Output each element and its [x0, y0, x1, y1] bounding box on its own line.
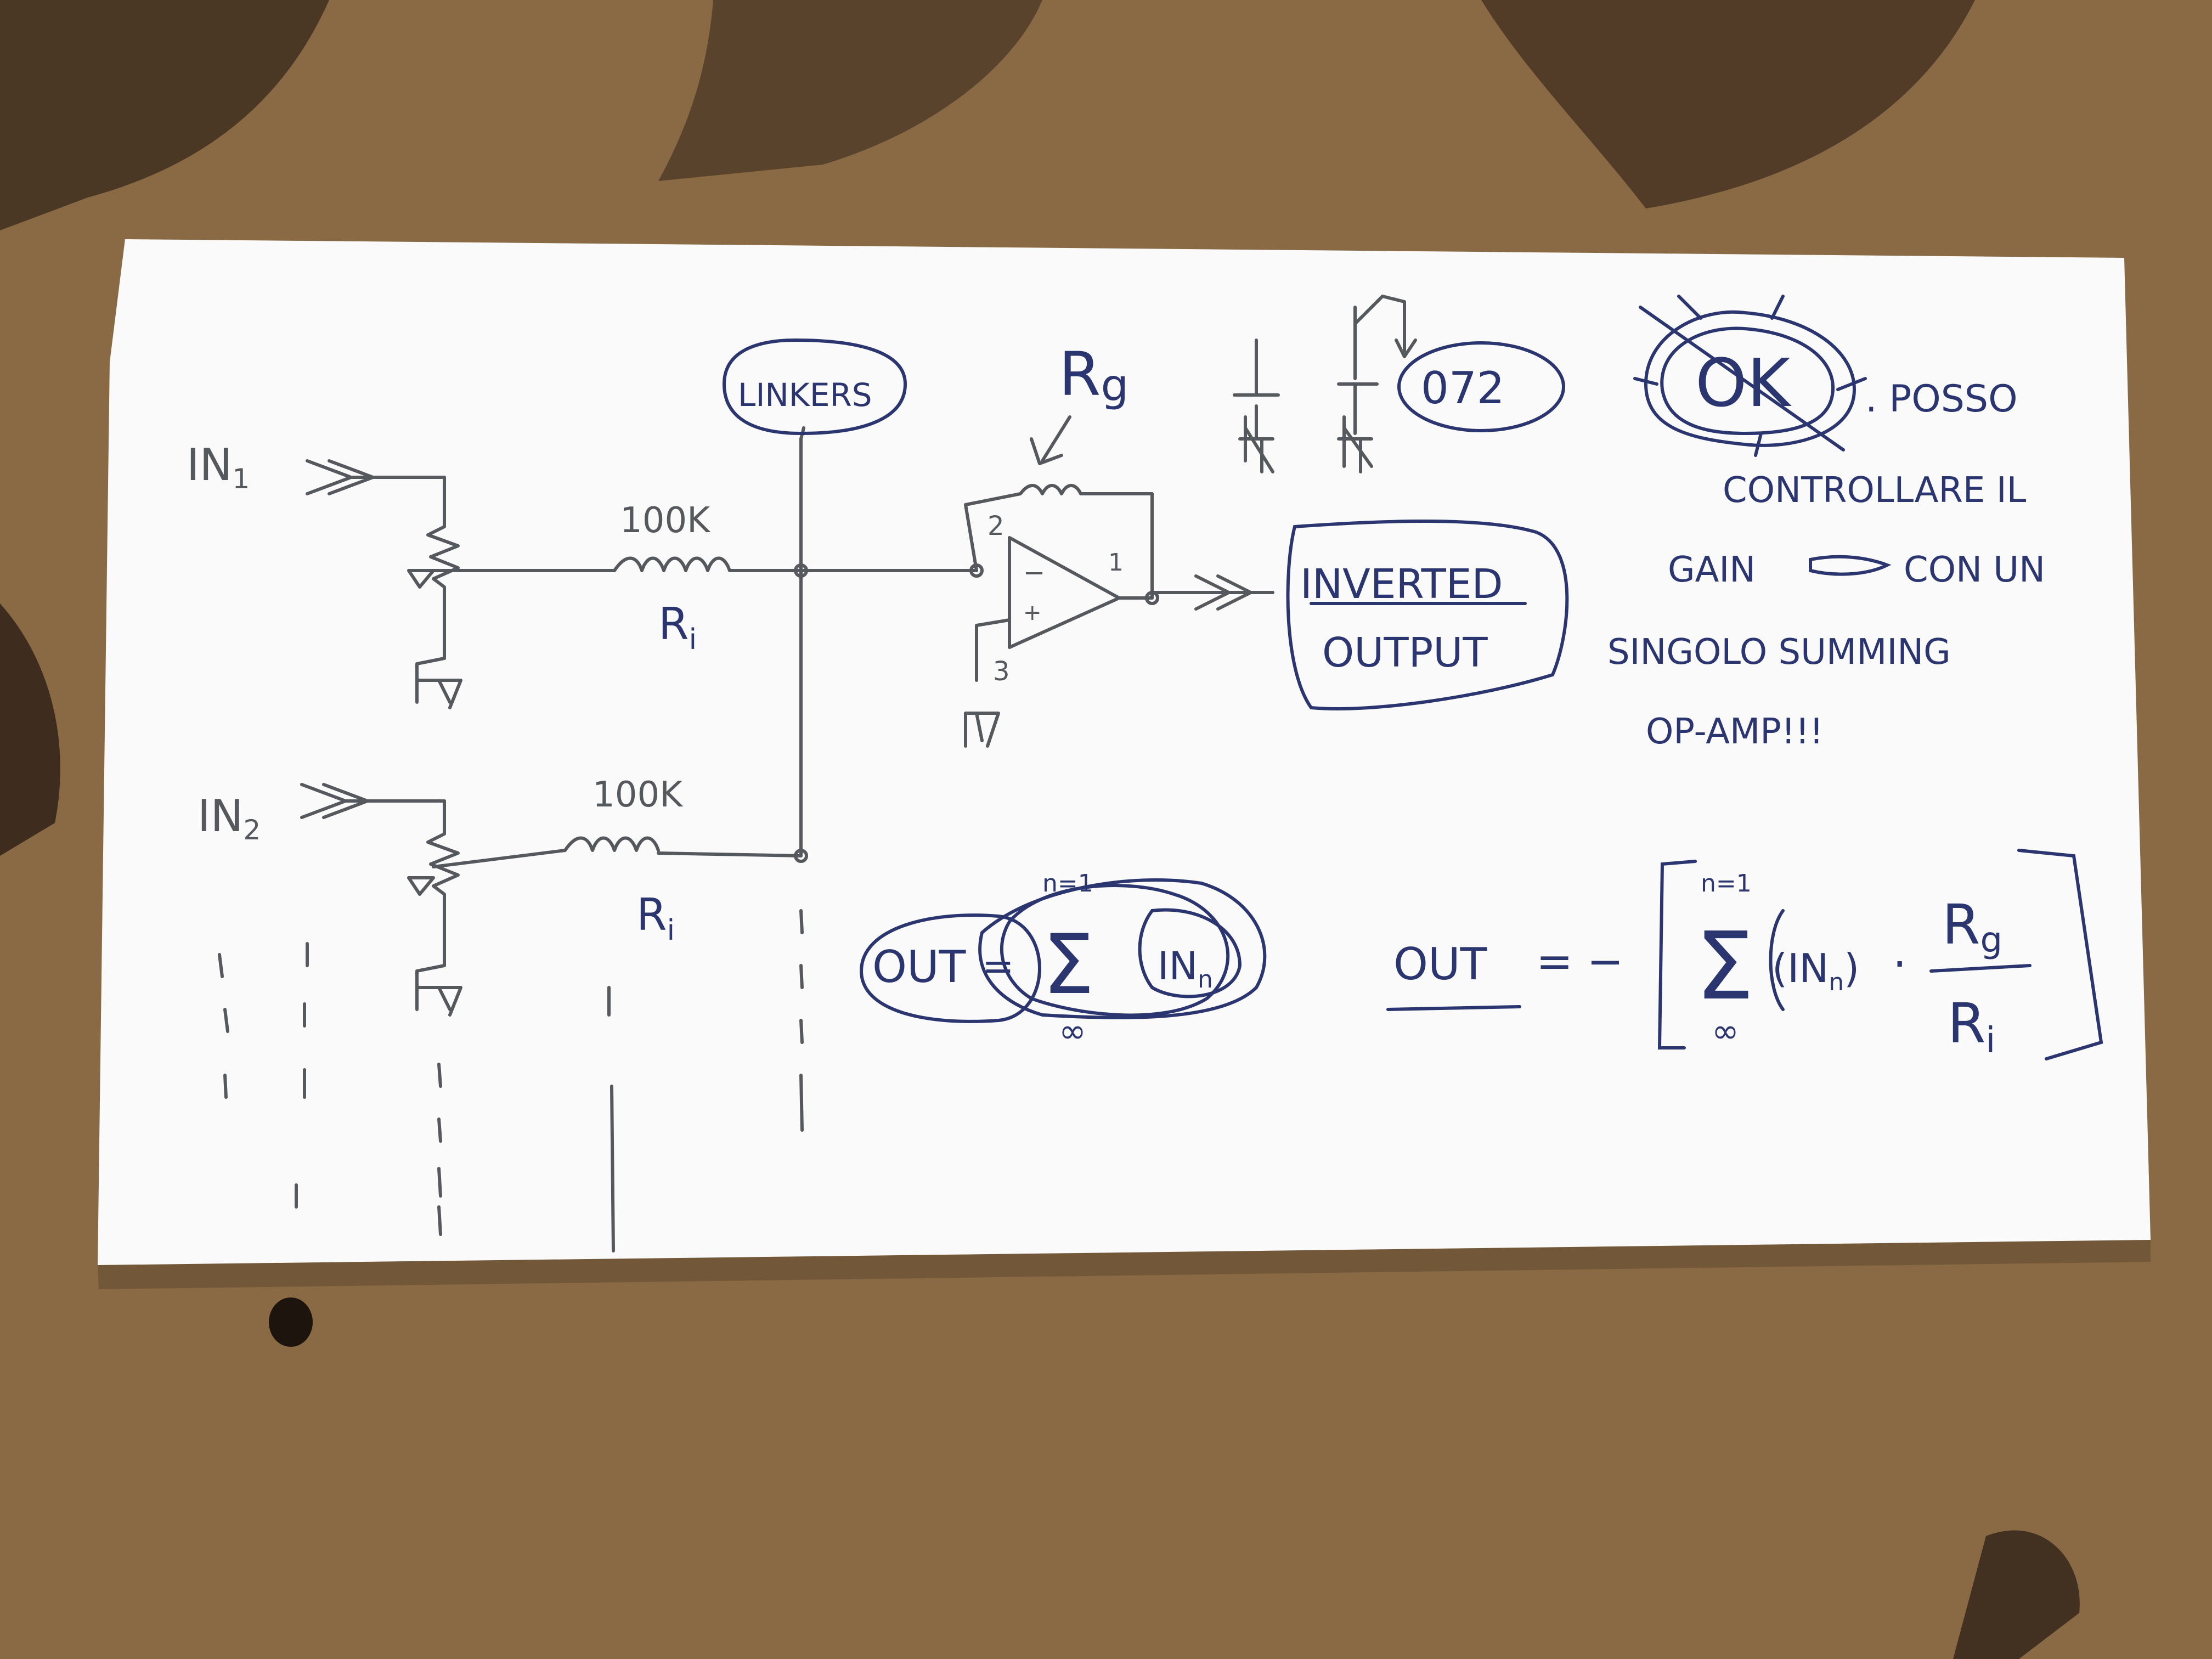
formula-bracket-right: [2017, 849, 2103, 1060]
resistor-r2: [563, 836, 660, 852]
opamp-plus-ground: [964, 618, 1011, 748]
ok-label: OK: [1695, 346, 1792, 422]
output-box: [1286, 520, 1569, 710]
wire-r2-left: [432, 849, 567, 868]
pot1-track: [426, 476, 460, 660]
pin2-label: 2: [988, 511, 1005, 541]
r2-value: 100K: [592, 775, 684, 815]
gain-strikeout: [1809, 555, 1892, 576]
in1-label: IN1: [187, 439, 250, 495]
formula-in: (INn): [1772, 945, 1859, 996]
supply-neg-symbol: [1337, 295, 1417, 473]
in2-jack: [300, 783, 446, 819]
pot1-wiper: [407, 569, 435, 589]
desk-shadow-topleft: [0, 0, 329, 230]
note-line3b: CON UN: [1904, 550, 2045, 590]
output-line2: OUTPUT: [1322, 629, 1488, 676]
sketch-in: INn: [1158, 944, 1213, 994]
schematic: [218, 295, 1417, 1252]
note-line1: . POSSO: [1865, 377, 2018, 421]
note-line5: OP-AMP!!!: [1646, 712, 1824, 752]
opamp-feedback: [964, 484, 1154, 600]
ground1: [415, 657, 462, 709]
desk-stain-bottom: [269, 1297, 313, 1347]
paper-sheet: [98, 239, 2151, 1265]
pot2-track: [426, 799, 460, 967]
in2-label: IN2: [198, 791, 261, 846]
sketch-eq: =: [982, 944, 1014, 989]
continuation-marks: [218, 909, 804, 1252]
sketch-out: OUT: [872, 941, 967, 992]
desk-shadow-top: [658, 0, 1042, 181]
formula-fraction-bar: [1929, 964, 2032, 973]
formula-sigma: Σ: [1695, 912, 1754, 1021]
linkers-bubble: [722, 338, 907, 436]
ri2-label: Ri: [636, 889, 675, 947]
wire-r2-right: [657, 851, 803, 857]
sketch-bottom: ∞: [1059, 1012, 1086, 1051]
ok-circle-2: [1660, 326, 1835, 436]
resistor-r1: [613, 556, 731, 572]
pin1-label: 1: [1108, 549, 1124, 577]
formula-bracket-left: [1657, 860, 1697, 1049]
in1-jack: [306, 459, 446, 495]
formula-den: Ri: [1948, 991, 1995, 1061]
desk-stain-bottomright: [1953, 1530, 2080, 1659]
ok-scribble: [1633, 295, 1867, 457]
paper-fold-shadow: [98, 1240, 2151, 1289]
ri1-label: Ri: [658, 599, 697, 656]
pencil-labels: IN1 IN2 100K 100K 2 3 1 − +: [187, 439, 1124, 846]
pot2-wiper: [407, 876, 435, 896]
desk-shadow-topright: [1481, 0, 1975, 208]
plus-label: +: [1023, 600, 1042, 625]
formula-underline: [1386, 1005, 1521, 1011]
opamp-body: [1008, 536, 1121, 649]
supply-pos-symbol: [1233, 338, 1280, 473]
formula-dot: ·: [1893, 939, 1906, 990]
formula-top: n=1: [1701, 870, 1752, 898]
formula-paren-left: [1769, 909, 1785, 1011]
r1-value: 100K: [620, 500, 711, 541]
note-line4: SINGOLO SUMMING: [1607, 632, 1951, 673]
chip-bubble: [1397, 341, 1565, 432]
note-line2: CONTROLLARE IL: [1723, 470, 2027, 511]
ground2: [415, 964, 462, 1017]
ok-circle: [1644, 310, 1857, 447]
note-line3: GAIN: [1668, 550, 1756, 590]
output-line1: INVERTED: [1300, 561, 1503, 608]
linkers-tag: LINKERS: [738, 376, 872, 414]
ink-outlines: [722, 295, 2103, 1060]
desk-shadow-left: [0, 603, 60, 856]
out-jack: [1150, 574, 1274, 611]
sketch-ellipses: [859, 878, 1267, 1023]
sketch-top: n=1: [1042, 870, 1093, 898]
chip-label: 072: [1421, 363, 1505, 414]
formula-num: Rg: [1942, 893, 2002, 961]
sketch-sigma: Σ: [1042, 917, 1094, 1013]
opamp-in-node: [969, 563, 984, 578]
rg-label: Rg: [1059, 339, 1128, 411]
formula-out: OUT: [1393, 939, 1488, 990]
formula-bottom: ∞: [1712, 1012, 1739, 1051]
rg-arrow: [1030, 415, 1071, 465]
minus-label: −: [1023, 557, 1045, 588]
pin3-label: 3: [993, 656, 1010, 687]
ink-labels: Ri Ri Rg LINKERS 072 INVERTED OUTPUT OK …: [636, 339, 2045, 1061]
formula-eq: = −: [1536, 936, 1624, 987]
